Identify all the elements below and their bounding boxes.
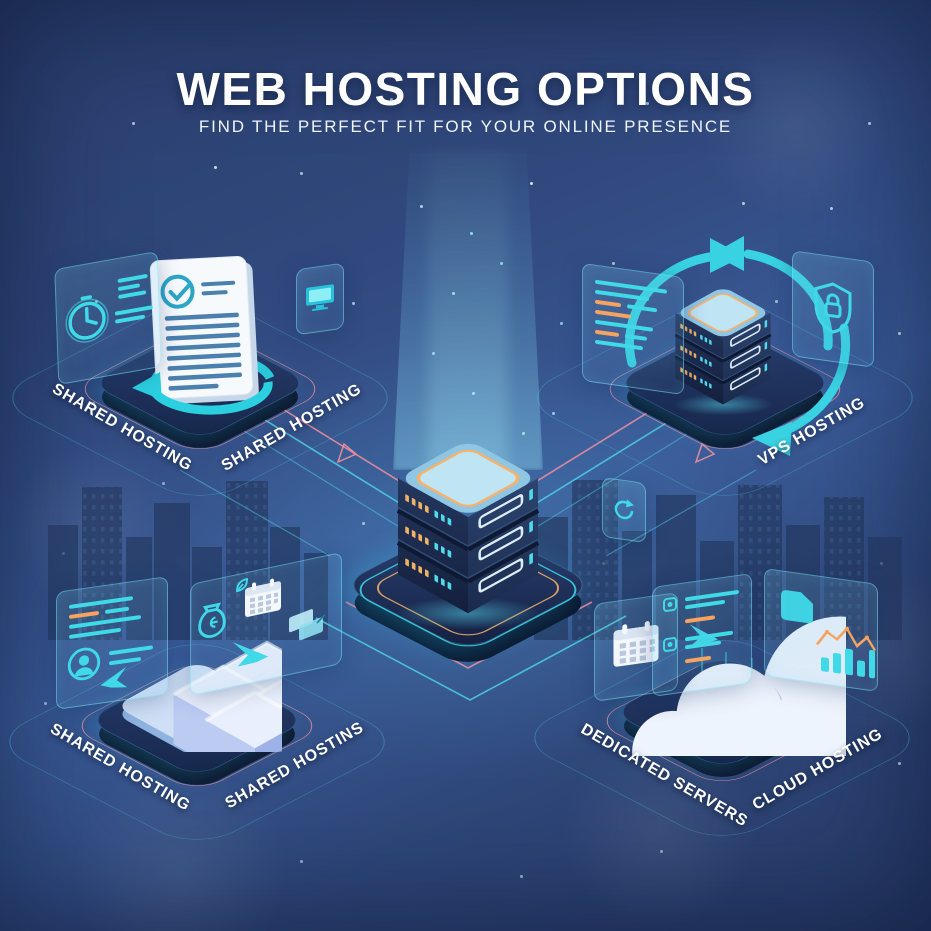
services-panel bbox=[190, 551, 342, 697]
cursor-arrow-icon bbox=[98, 666, 131, 695]
refresh-icon bbox=[614, 499, 634, 520]
text-line bbox=[114, 305, 153, 316]
checklist-card bbox=[652, 572, 752, 698]
chart-bar bbox=[857, 660, 865, 678]
bar-chart-icon bbox=[815, 626, 877, 652]
leaf-icon bbox=[235, 577, 249, 593]
page-title: WEB HOSTING OPTIONS bbox=[176, 63, 755, 115]
checklist-icon bbox=[663, 597, 677, 612]
cursor-arrow-icon bbox=[231, 638, 270, 672]
text-line bbox=[685, 599, 725, 610]
text-line bbox=[69, 627, 121, 640]
houses-icon bbox=[122, 622, 282, 752]
text-line bbox=[685, 655, 711, 664]
bokeh-circle bbox=[700, 30, 890, 220]
text-line bbox=[109, 656, 141, 666]
shield-lock-icon bbox=[814, 282, 852, 334]
chart-bar bbox=[821, 657, 829, 673]
page-subtitle: FIND THE PERFECT FIT FOR YOUR ONLINE PRE… bbox=[198, 117, 733, 136]
text-line bbox=[118, 290, 147, 300]
text-line bbox=[685, 589, 739, 602]
clouds-icon bbox=[606, 586, 846, 756]
money-bag-icon bbox=[198, 602, 226, 638]
light-beam bbox=[393, 148, 543, 470]
refresh-card bbox=[602, 476, 646, 544]
folder-icon bbox=[289, 609, 326, 641]
text-line bbox=[595, 309, 631, 319]
clock-card bbox=[54, 250, 162, 386]
monitor-card bbox=[296, 262, 344, 336]
document-check-icon bbox=[132, 256, 275, 415]
chart-bar bbox=[833, 652, 841, 674]
vps-info-card bbox=[582, 262, 684, 396]
triangle-marker-icon bbox=[336, 442, 716, 464]
text-line bbox=[627, 304, 657, 313]
calendar-icon bbox=[613, 621, 659, 667]
text-line bbox=[685, 615, 715, 624]
bokeh-circle bbox=[70, 760, 290, 931]
light-beam-core bbox=[428, 150, 508, 470]
monitor-icon bbox=[306, 284, 334, 311]
avatar-icon bbox=[67, 647, 101, 681]
text-line bbox=[117, 283, 140, 292]
calendar-icon bbox=[245, 578, 281, 617]
text-line bbox=[117, 273, 148, 284]
text-line bbox=[625, 333, 647, 341]
text-line bbox=[595, 289, 649, 302]
calendar-card bbox=[594, 592, 678, 702]
clock-icon bbox=[65, 295, 109, 343]
text-line bbox=[105, 606, 129, 614]
cloud-doc-icon bbox=[781, 590, 813, 624]
text-line bbox=[109, 645, 153, 656]
checklist-icon bbox=[663, 637, 677, 652]
text-line bbox=[595, 299, 621, 308]
text-line bbox=[685, 630, 733, 642]
text-line bbox=[595, 329, 619, 338]
text-line bbox=[115, 314, 146, 324]
text-line bbox=[69, 610, 99, 620]
text-line bbox=[595, 339, 643, 351]
shield-card bbox=[792, 250, 874, 368]
chart-card bbox=[764, 567, 878, 693]
profile-card bbox=[56, 576, 168, 710]
server-tower-icon bbox=[384, 436, 552, 630]
text-line bbox=[685, 640, 721, 650]
